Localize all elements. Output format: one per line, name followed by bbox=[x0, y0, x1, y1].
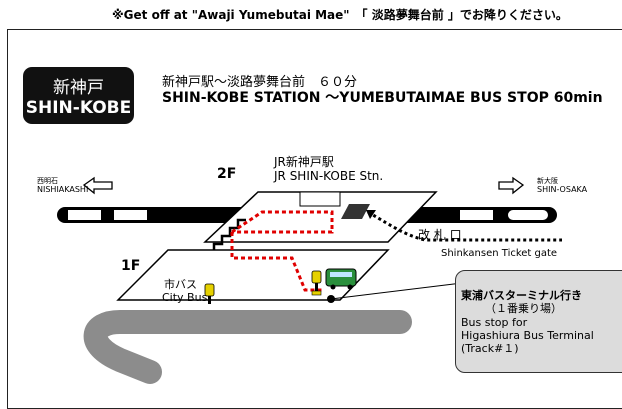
floor-1f-platform bbox=[116, 249, 390, 301]
arrow-right-icon bbox=[498, 176, 525, 195]
arrow-left-icon bbox=[82, 176, 113, 195]
callout-line3: (Track#１) bbox=[461, 342, 519, 355]
station-name-jp: JR新神戸駅 bbox=[274, 155, 334, 169]
city-bus-en: City Bus bbox=[162, 291, 208, 304]
badge-jp: 新神戸 bbox=[53, 78, 104, 98]
bus-icon bbox=[325, 268, 357, 290]
ticket-gate-marker bbox=[341, 204, 370, 219]
floor-2f-label: 2F bbox=[217, 166, 237, 182]
station-building bbox=[299, 191, 341, 207]
bus-stop-sign-icon bbox=[204, 283, 215, 304]
bus-stop-sign-icon bbox=[311, 270, 322, 296]
road bbox=[83, 310, 412, 384]
route-title-en: SHIN-KOBE STATION ～YUMEBUTAIMAE BUS STOP… bbox=[162, 90, 603, 106]
callout-line1: Bus stop for bbox=[461, 316, 528, 329]
city-bus-jp: 市バス bbox=[164, 278, 197, 291]
callout-title: 東浦バスターミナル行き bbox=[461, 289, 582, 302]
floor-1f-label: 1F bbox=[121, 258, 141, 274]
badge-en: SHIN-KOBE bbox=[25, 98, 132, 118]
floor-2f-platform bbox=[203, 191, 438, 243]
stairs-icon bbox=[212, 218, 246, 252]
station-name-en: JR SHIN-KOBE Stn. bbox=[274, 169, 384, 183]
track-stripes bbox=[68, 210, 548, 220]
notice-text: ※Get off at "Awaji Yumebutai Mae" 「 淡路夢舞… bbox=[112, 8, 568, 22]
route-title-jp: 新神戸駅～淡路夢舞台前 ６０分 bbox=[162, 75, 358, 90]
route-red bbox=[230, 210, 334, 292]
station-map bbox=[57, 176, 562, 384]
callout-line2: Higashiura Bus Terminal bbox=[461, 329, 594, 342]
station-badge: 新神戸 SHIN-KOBE bbox=[23, 67, 134, 124]
west-dir-jp: 西明石 bbox=[37, 177, 58, 185]
callout-track-jp: （１番乗り場） bbox=[485, 302, 562, 315]
east-dir-en: SHIN-OSAKA bbox=[537, 185, 588, 194]
ticket-gate-en: Shinkansen Ticket gate bbox=[441, 248, 558, 259]
west-dir-en: NISHIAKASHI bbox=[37, 185, 89, 194]
ticket-gate-jp: 改 札 口 bbox=[418, 228, 462, 242]
bus-stop-callout bbox=[455, 270, 622, 373]
east-dir-jp: 新大阪 bbox=[537, 177, 558, 185]
